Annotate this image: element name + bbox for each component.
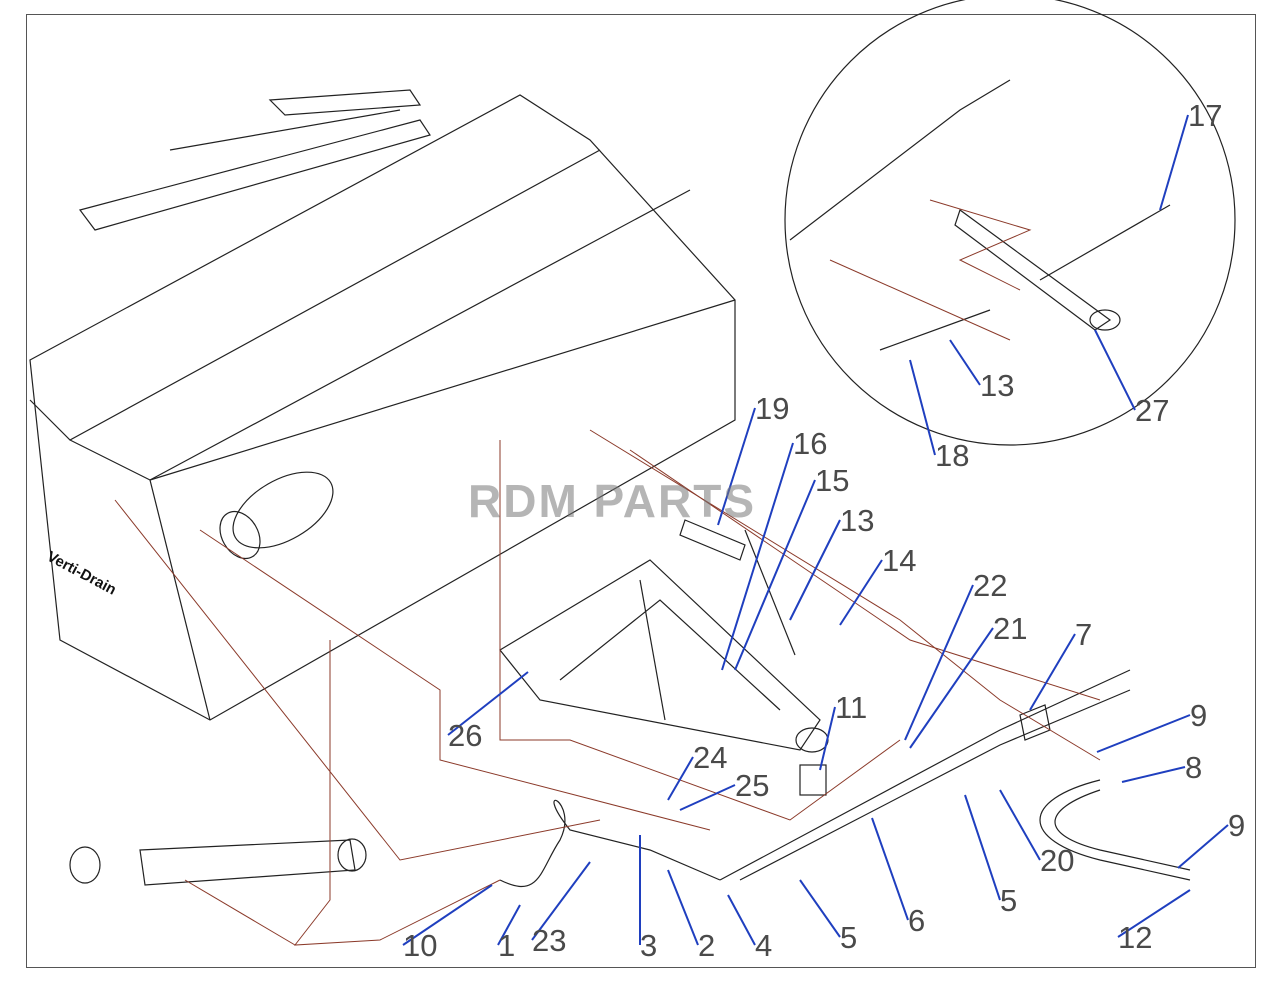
part-label-20: 20 [1040,843,1075,878]
callout-arrow [1117,889,1191,938]
diagram-frame [26,14,1256,968]
callout-arrow [999,789,1041,861]
watermark: RDM PARTS [468,475,757,527]
part-label-10: 10 [403,928,438,963]
part-label-13: 13 [840,503,875,538]
callout-arrow [497,904,521,946]
part-label-4: 4 [755,928,773,963]
callout-arrow [799,879,841,938]
part-label-9: 9 [1228,808,1246,843]
part-label-5: 5 [840,920,858,955]
part-label-22: 22 [973,568,1008,603]
callout-arrow [789,519,841,621]
part-label-6: 6 [908,903,926,938]
part-label-19: 19 [755,391,790,426]
part-label-8: 8 [1185,750,1203,785]
part-label-26: 26 [448,718,483,753]
callout-arrow [734,479,816,671]
callout-arrow [531,861,591,941]
machine-body [29,0,1236,887]
callout-arrows [402,114,1229,946]
part-label-25: 25 [735,768,770,803]
callout-arrow [1096,714,1191,753]
part-label-23: 23 [532,923,567,958]
part-label-17: 17 [1188,98,1223,133]
callout-arrow [727,894,756,946]
callout-arrow [667,756,694,801]
part-label-1: 1 [498,928,516,963]
part-label-14: 14 [882,543,917,578]
part-label-12: 12 [1118,920,1153,955]
callout-arrow [839,559,883,626]
leader-lines [114,199,1101,946]
part-label-2: 2 [698,928,716,963]
callout-arrow [964,794,1001,901]
callout-arrow [909,627,994,749]
callout-arrow [1121,766,1186,783]
callout-arrow [667,869,699,946]
callout-arrow [679,784,736,811]
callout-arrow [447,671,529,736]
callout-arrow [1159,114,1189,211]
part-label-3: 3 [640,928,658,963]
part-label-27: 27 [1135,393,1170,428]
callout-arrow [717,407,756,526]
callout-arrow [1094,329,1136,411]
callout-arrow [1029,633,1076,711]
callout-arrow [721,442,794,671]
callout-arrow [871,817,909,921]
callout-arrow [949,339,981,386]
part-label-24: 24 [693,740,728,775]
part-label-18: 18 [935,438,970,473]
part-label-16: 16 [793,426,828,461]
part-label-7: 7 [1075,617,1093,652]
callout-arrow [402,884,493,946]
callout-arrow [819,706,836,771]
part-label-13: 13 [980,368,1015,403]
part-label-5: 5 [1000,883,1018,918]
part-label-21: 21 [993,611,1028,646]
part-label-15: 15 [815,463,850,498]
part-label-11: 11 [835,690,868,725]
callout-arrow [1177,824,1229,869]
callout-arrow [904,584,974,741]
part-label-9: 9 [1190,698,1208,733]
callout-arrow [909,359,936,456]
